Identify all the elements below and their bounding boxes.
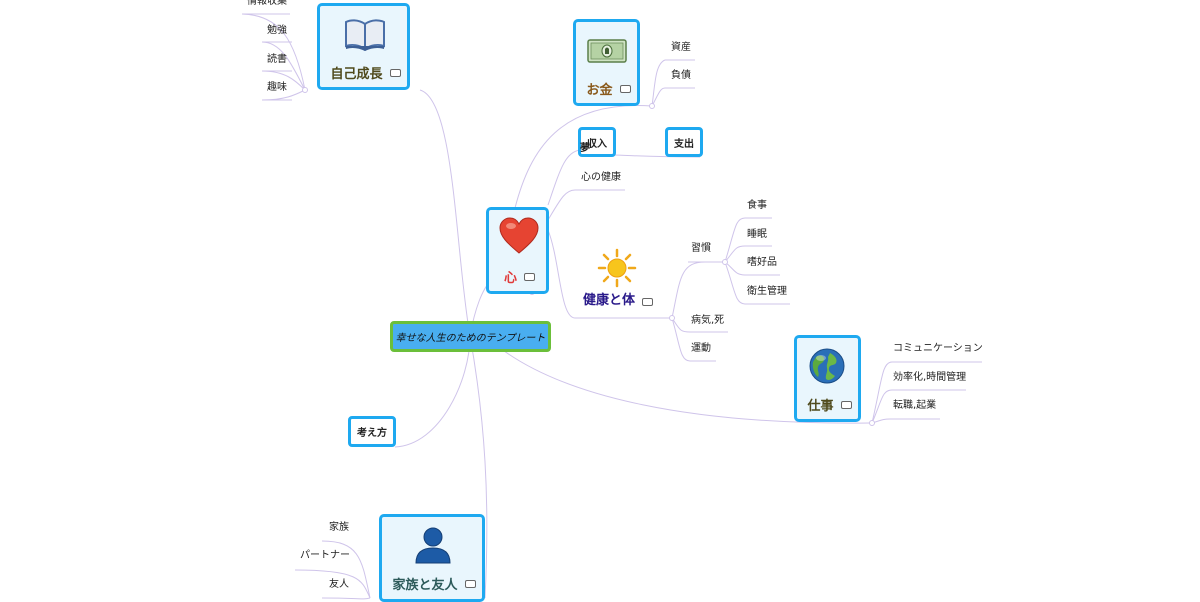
- note-icon: [841, 401, 852, 409]
- node-income[interactable]: 収入: [578, 127, 616, 157]
- leaf-communication[interactable]: コミュニケーション: [893, 343, 983, 354]
- note-icon: [620, 85, 631, 93]
- globe-icon: [809, 348, 845, 384]
- leaf-hobby[interactable]: 趣味: [267, 82, 287, 93]
- leaf-partner[interactable]: パートナー: [300, 550, 350, 561]
- note-icon: [465, 580, 476, 588]
- node-work-title: 仕事: [807, 399, 834, 414]
- leaf-family[interactable]: 家族: [329, 522, 349, 533]
- node-self-growth[interactable]: 自己成長: [317, 3, 410, 90]
- node-expense[interactable]: 支出: [665, 127, 703, 157]
- leaf-assets[interactable]: 資産: [671, 42, 691, 53]
- leaf-exercise[interactable]: 運動: [691, 343, 711, 354]
- node-work[interactable]: 仕事: [794, 335, 861, 422]
- leaf-meal[interactable]: 食事: [747, 200, 767, 211]
- root-label: 幸せな人生のためのテンプレート: [395, 333, 546, 344]
- node-family[interactable]: 家族と友人: [379, 514, 485, 602]
- leaf-career-change[interactable]: 転職,起業: [893, 400, 937, 411]
- node-self-growth-title: 自己成長: [330, 67, 383, 82]
- leaf-dream[interactable]: 夢: [580, 143, 590, 154]
- node-heart-title: 心: [503, 271, 517, 286]
- leaf-sleep[interactable]: 睡眠: [747, 229, 767, 240]
- leaf-study[interactable]: 勉強: [267, 25, 287, 36]
- leaf-indulgence[interactable]: 嗜好品: [747, 257, 777, 268]
- leaf-habits[interactable]: 習慣: [691, 243, 711, 254]
- leaf-reading[interactable]: 読書: [267, 54, 287, 65]
- leaf-efficiency[interactable]: 効率化,時間管理: [893, 372, 967, 383]
- node-family-title: 家族と友人: [392, 578, 458, 593]
- node-money-title: お金: [586, 83, 613, 98]
- leaf-illness-death[interactable]: 病気,死: [691, 315, 725, 326]
- note-icon: [642, 298, 653, 306]
- leaf-info-gathering[interactable]: 情報収集: [247, 0, 287, 7]
- book-icon: [345, 19, 385, 51]
- money-icon: [587, 39, 627, 63]
- note-icon: [524, 273, 535, 281]
- leaf-friends[interactable]: 友人: [329, 579, 349, 590]
- node-money[interactable]: お金: [573, 19, 640, 106]
- node-heart[interactable]: 心: [486, 207, 549, 294]
- leaf-liabilities[interactable]: 負債: [671, 70, 691, 81]
- leaf-mental-health[interactable]: 心の健康: [581, 172, 621, 183]
- node-health-title[interactable]: 健康と体: [583, 293, 636, 308]
- root-node[interactable]: 幸せな人生のためのテンプレート: [390, 321, 551, 352]
- node-thinking[interactable]: 考え方: [348, 416, 396, 447]
- sun-icon: [597, 248, 637, 288]
- leaf-hygiene[interactable]: 衛生管理: [747, 286, 787, 297]
- person-icon: [415, 527, 451, 564]
- heart-icon: [499, 217, 539, 254]
- note-icon: [390, 69, 401, 77]
